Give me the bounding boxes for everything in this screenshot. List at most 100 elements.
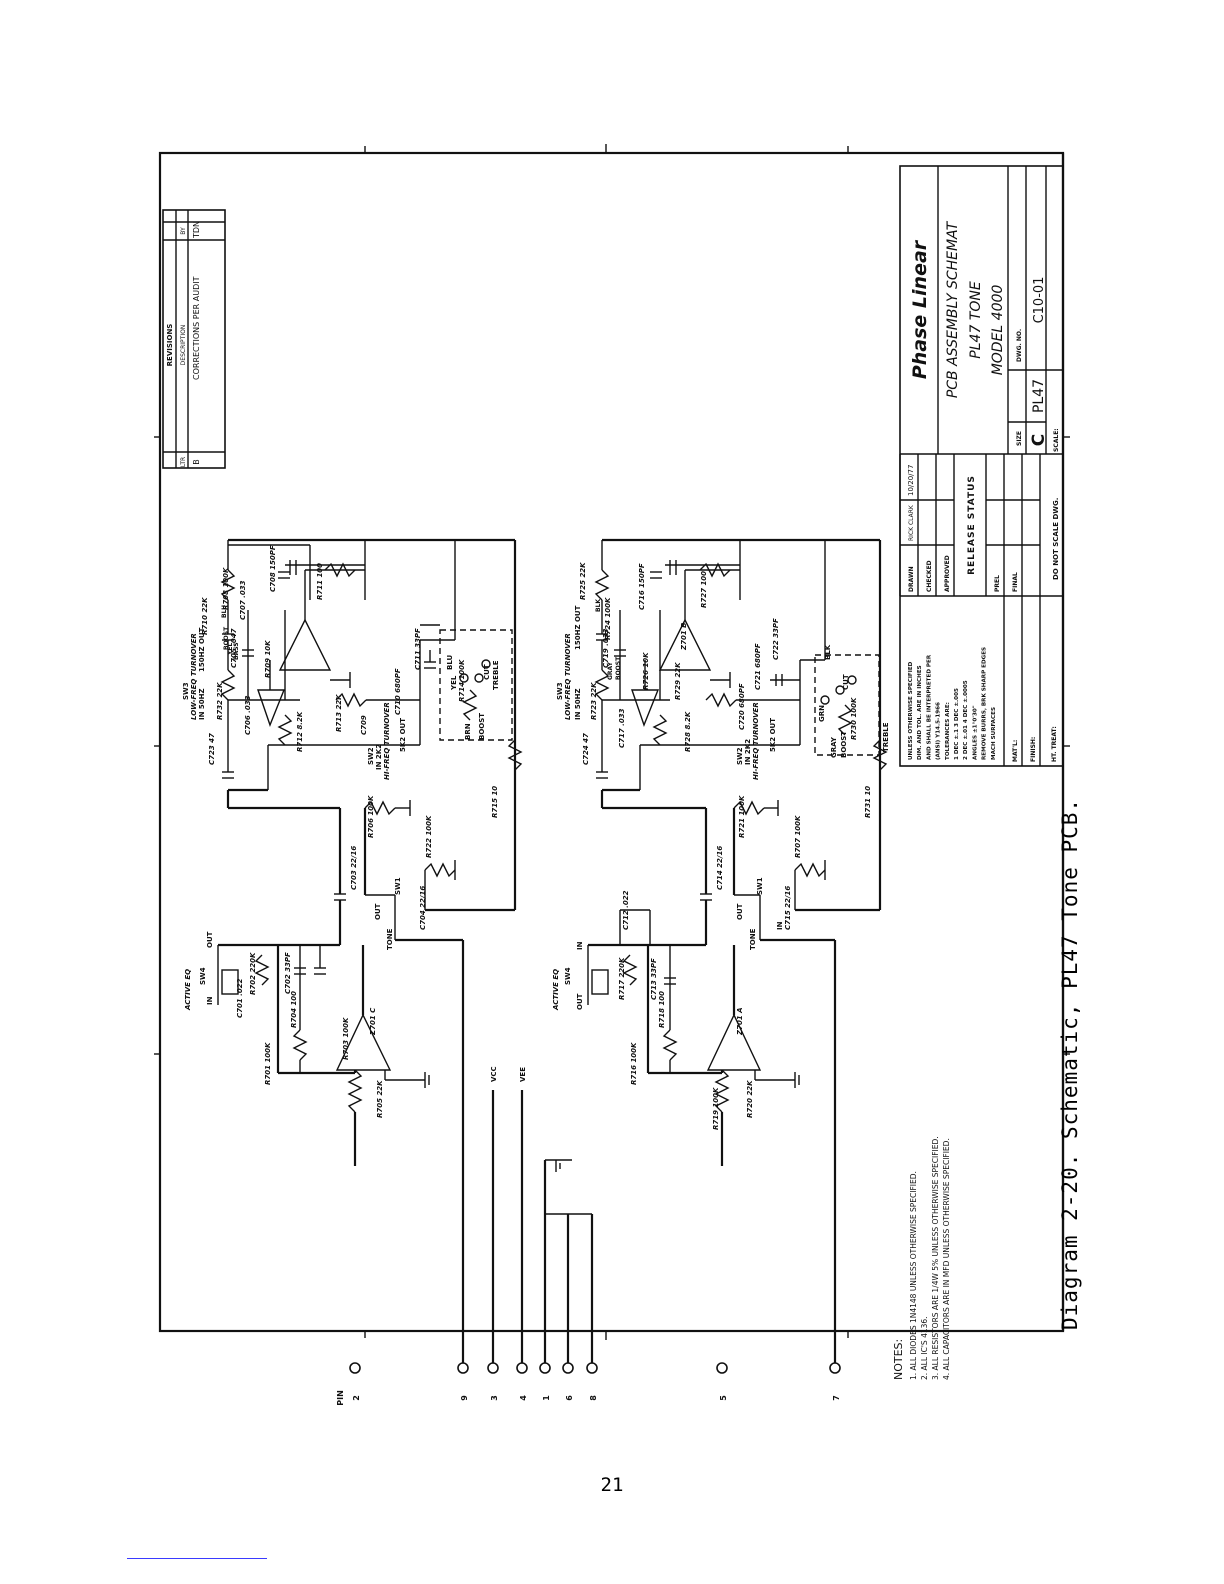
tolerance-note-line: TOLERANCES ARE: xyxy=(945,702,951,760)
treble-label: TREBLE xyxy=(882,722,890,752)
part-label: C702 33PF xyxy=(284,952,292,994)
treble-blu-label: BLU xyxy=(446,654,454,670)
pin-label: PIN xyxy=(336,1390,345,1406)
part-label: C724 47 xyxy=(582,733,590,765)
bass-boost-label: BOOST xyxy=(615,656,622,680)
footnote-rule xyxy=(127,1558,267,1559)
treble-cut-label: CUT xyxy=(483,664,491,680)
pin-terminal xyxy=(457,1362,469,1374)
turnover-in: IN 50HZ xyxy=(574,688,582,720)
part-label: R703 100K xyxy=(342,1017,350,1060)
revisions-block: REVISIONS LTR DESCRIPTION BY B CORRECTIO… xyxy=(162,209,226,469)
pin-terminal xyxy=(349,1362,361,1374)
do-not-scale: DO NOT SCALE DWG. xyxy=(1052,498,1060,580)
sw2-label: SW2 xyxy=(367,747,375,765)
size-label: SIZE xyxy=(1016,431,1023,446)
company-logo: Phase Linear xyxy=(909,239,931,379)
channel-b-circuit xyxy=(587,538,888,1364)
hi-freq-turnover-label: HI-FREQ TURNOVER xyxy=(383,702,391,780)
tolerance-note-line: UNLESS OTHERWISE SPECIFIED xyxy=(908,661,914,760)
page-number: 21 xyxy=(600,1474,624,1496)
active-eq-label: ACTIVE EQ xyxy=(184,969,192,1011)
notes-block: NOTES:1. ALL DIODES 1N4148 UNLESS OTHERW… xyxy=(892,1136,951,1380)
note-line: 3. ALL RESISTORS ARE 1/4W 5% UNLESS OTHE… xyxy=(931,1136,940,1380)
pin-terminal xyxy=(487,1362,499,1374)
part-label: C710 680PF xyxy=(394,668,402,715)
pin-number: 2 xyxy=(352,1395,361,1401)
finish-label: FINISH: xyxy=(1030,737,1037,762)
part-label: R722 100K xyxy=(425,815,433,858)
part-label: R728 8.2K xyxy=(684,711,692,752)
turnover-out: 150HZ OUT xyxy=(198,627,206,672)
low-freq-turnover-label: LOW-FREQ TURNOVER xyxy=(564,633,572,720)
part-label: R707 100K xyxy=(794,815,802,858)
sw1-label: SW1 xyxy=(394,877,402,895)
part-label: R717 220K xyxy=(618,957,626,1000)
hi-turnover-out: 5K2 OUT xyxy=(769,718,777,752)
pin-number: 4 xyxy=(519,1395,528,1401)
treble-blk-label: BLK xyxy=(824,644,832,660)
part-label: R713 22K xyxy=(335,694,343,732)
release-status: RELEASE STATUS xyxy=(967,475,977,575)
note-line: 1. ALL DIODES 1N4148 UNLESS OTHERWISE SP… xyxy=(909,1171,918,1380)
dwg-no-suffix: C10-01 xyxy=(1032,277,1047,324)
final-label: FINAL xyxy=(1012,572,1019,592)
pin-number: 8 xyxy=(589,1395,598,1401)
pin-terminal xyxy=(586,1362,598,1374)
part-label: C717 .033 xyxy=(618,708,626,748)
part-label: C704 22/16 xyxy=(419,886,427,930)
revisions-col-ltr: LTR xyxy=(180,457,187,467)
pin-number: 6 xyxy=(565,1395,574,1401)
part-label: R723 22K xyxy=(590,682,598,720)
part-label: C716 150PF xyxy=(638,563,646,610)
blu-label: BLU xyxy=(221,605,228,618)
part-label: C711 33PF xyxy=(414,628,422,670)
part-label: Z701 B xyxy=(680,623,688,651)
pin-number: 3 xyxy=(490,1395,499,1401)
title-block: Phase Linear PCB ASSEMBLY SCHEMAT PL47 T… xyxy=(899,165,1064,767)
part-label: R716 100K xyxy=(630,1042,638,1085)
part-label: C705 .047 xyxy=(230,628,238,668)
revisions-row-description: CORRECTIONS PER AUDIT xyxy=(192,276,201,380)
tolerance-note-line: (ANSI) Y14.5-1966 xyxy=(936,702,942,760)
checked-label: CHECKED xyxy=(926,560,933,592)
part-label: R708 100K xyxy=(222,567,230,610)
sw4-label: SW4 xyxy=(564,967,572,985)
sw4-out-label: OUT xyxy=(576,993,584,1010)
sw1-label: SW1 xyxy=(756,877,764,895)
revisions-row-ltr: B xyxy=(192,459,201,465)
ht-treat-label: HT. TREAT: xyxy=(1051,726,1058,762)
part-label: Z701 A xyxy=(736,1007,744,1036)
blk-label: BLK xyxy=(595,599,602,612)
hi-turnover-out: 5K2 OUT xyxy=(399,718,407,752)
revisions-col-description: DESCRIPTION xyxy=(180,325,187,366)
treble-boost-label: BOOST xyxy=(840,731,848,758)
treble-boost-label: BOOST xyxy=(478,713,486,740)
part-label: R714 100K xyxy=(458,659,466,702)
part-label: R702 220K xyxy=(249,952,257,995)
sw4-label: SW4 xyxy=(199,967,207,985)
dwg-no-label: DWG. NO. xyxy=(1016,329,1023,362)
part-label: R725 22K xyxy=(579,562,587,600)
part-label: R730 100K xyxy=(850,697,858,740)
tolerance-note-line: 1 DEC ±.1 3 DEC ±.005 xyxy=(954,688,960,760)
tone-label: TONE xyxy=(386,928,394,950)
tolerance-note-line: 2 DEC ±.01 4 DEC ±.0005 xyxy=(963,680,969,760)
bass-label: BASS xyxy=(233,642,240,660)
power-rails xyxy=(491,1090,594,1364)
sw3-label: SW3 xyxy=(182,682,190,700)
part-label: R719 100K xyxy=(712,1087,720,1130)
part-label: Z701 C xyxy=(369,1007,377,1036)
pin-terminal xyxy=(716,1362,728,1374)
pin-terminal xyxy=(539,1362,551,1374)
drawing-model: MODEL 4000 xyxy=(990,285,1006,376)
part-label: C708 150PF xyxy=(269,545,277,592)
part-label: R712 8.2K xyxy=(296,711,304,752)
part-label: R706 100K xyxy=(367,795,375,838)
revisions-header: REVISIONS xyxy=(166,324,174,367)
grn-label: GRN xyxy=(818,705,826,722)
sw3-label: SW3 xyxy=(556,682,564,700)
pin-number: 7 xyxy=(832,1395,841,1401)
bass-boost-label: BOOST xyxy=(223,626,230,650)
